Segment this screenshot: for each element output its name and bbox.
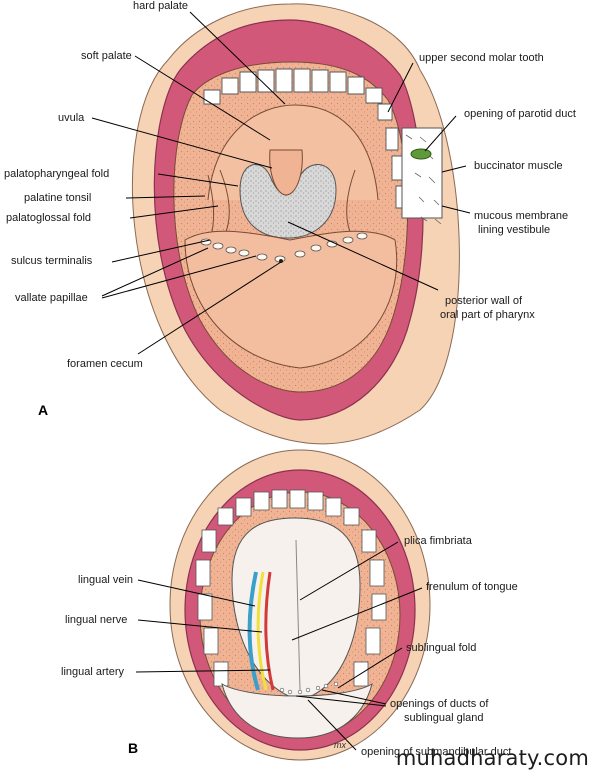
label-sulcus-terminalis: sulcus terminalis xyxy=(11,255,93,267)
lingual-vein-line xyxy=(247,571,260,691)
foramen-cecum-dot xyxy=(279,259,283,263)
label-frenulum-of-tongue: frenulum of tongue xyxy=(426,581,518,593)
label-opening-of-submandibular-duct: opening of submandibular duct xyxy=(361,746,512,758)
label-lingual-vein: lingual vein xyxy=(78,574,134,586)
panel-label-b: B xyxy=(128,740,139,756)
mouth-underside-view xyxy=(169,449,431,761)
lingual-nerve-line xyxy=(256,571,268,691)
buccinator-cutaway xyxy=(401,127,443,219)
site-watermark: muhadharaty.com xyxy=(395,746,589,770)
lingual-artery-line xyxy=(264,571,275,691)
label-plica-fimbriata: plica fimbriata xyxy=(404,535,472,547)
label-buccinator-muscle: buccinator muscle xyxy=(474,160,563,172)
panel-label-a: A xyxy=(38,402,49,418)
label-palatoglossal-fold: palatoglossal fold xyxy=(6,212,92,224)
label-opening-of-parotid-duct: opening of parotid duct xyxy=(464,108,576,120)
label-lining-vestibule: lining vestibule xyxy=(478,224,551,236)
lower-teeth xyxy=(195,489,387,687)
label-soft-palate: soft palate xyxy=(81,50,132,62)
label-lingual-nerve: lingual nerve xyxy=(65,614,128,626)
label-upper-second-molar-tooth: upper second molar tooth xyxy=(419,52,544,64)
artist-signature: mx xyxy=(334,740,346,750)
label-sublingual-fold: sublingual fold xyxy=(406,642,477,654)
upper-teeth xyxy=(203,68,409,209)
label-hard-palate: hard palate xyxy=(133,0,189,12)
label-mucous-membrane: mucous membrane xyxy=(474,210,569,222)
label-foramen-cecum: foramen cecum xyxy=(67,358,143,370)
label-lingual-artery: lingual artery xyxy=(61,666,124,678)
label-posterior-wall: posterior wall of xyxy=(445,295,523,307)
label-palatine-tonsil: palatine tonsil xyxy=(24,192,92,204)
label-oral-part-of-pharynx: oral part of pharynx xyxy=(440,309,535,321)
label-vallate-papillae: vallate papillae xyxy=(15,292,88,304)
mouth-open-view xyxy=(132,3,460,445)
vallate-papillae xyxy=(200,232,368,263)
label-palatopharyngeal-fold: palatopharyngeal fold xyxy=(4,168,110,180)
duct-openings xyxy=(279,681,339,695)
leader-lines-a xyxy=(91,11,471,355)
label-sublingual-gland: sublingual gland xyxy=(404,712,484,724)
label-openings-of-ducts: openings of ducts of xyxy=(390,698,489,710)
label-uvula: uvula xyxy=(58,112,85,124)
parotid-duct-opening xyxy=(410,148,432,160)
leader-lines-b xyxy=(135,541,423,751)
